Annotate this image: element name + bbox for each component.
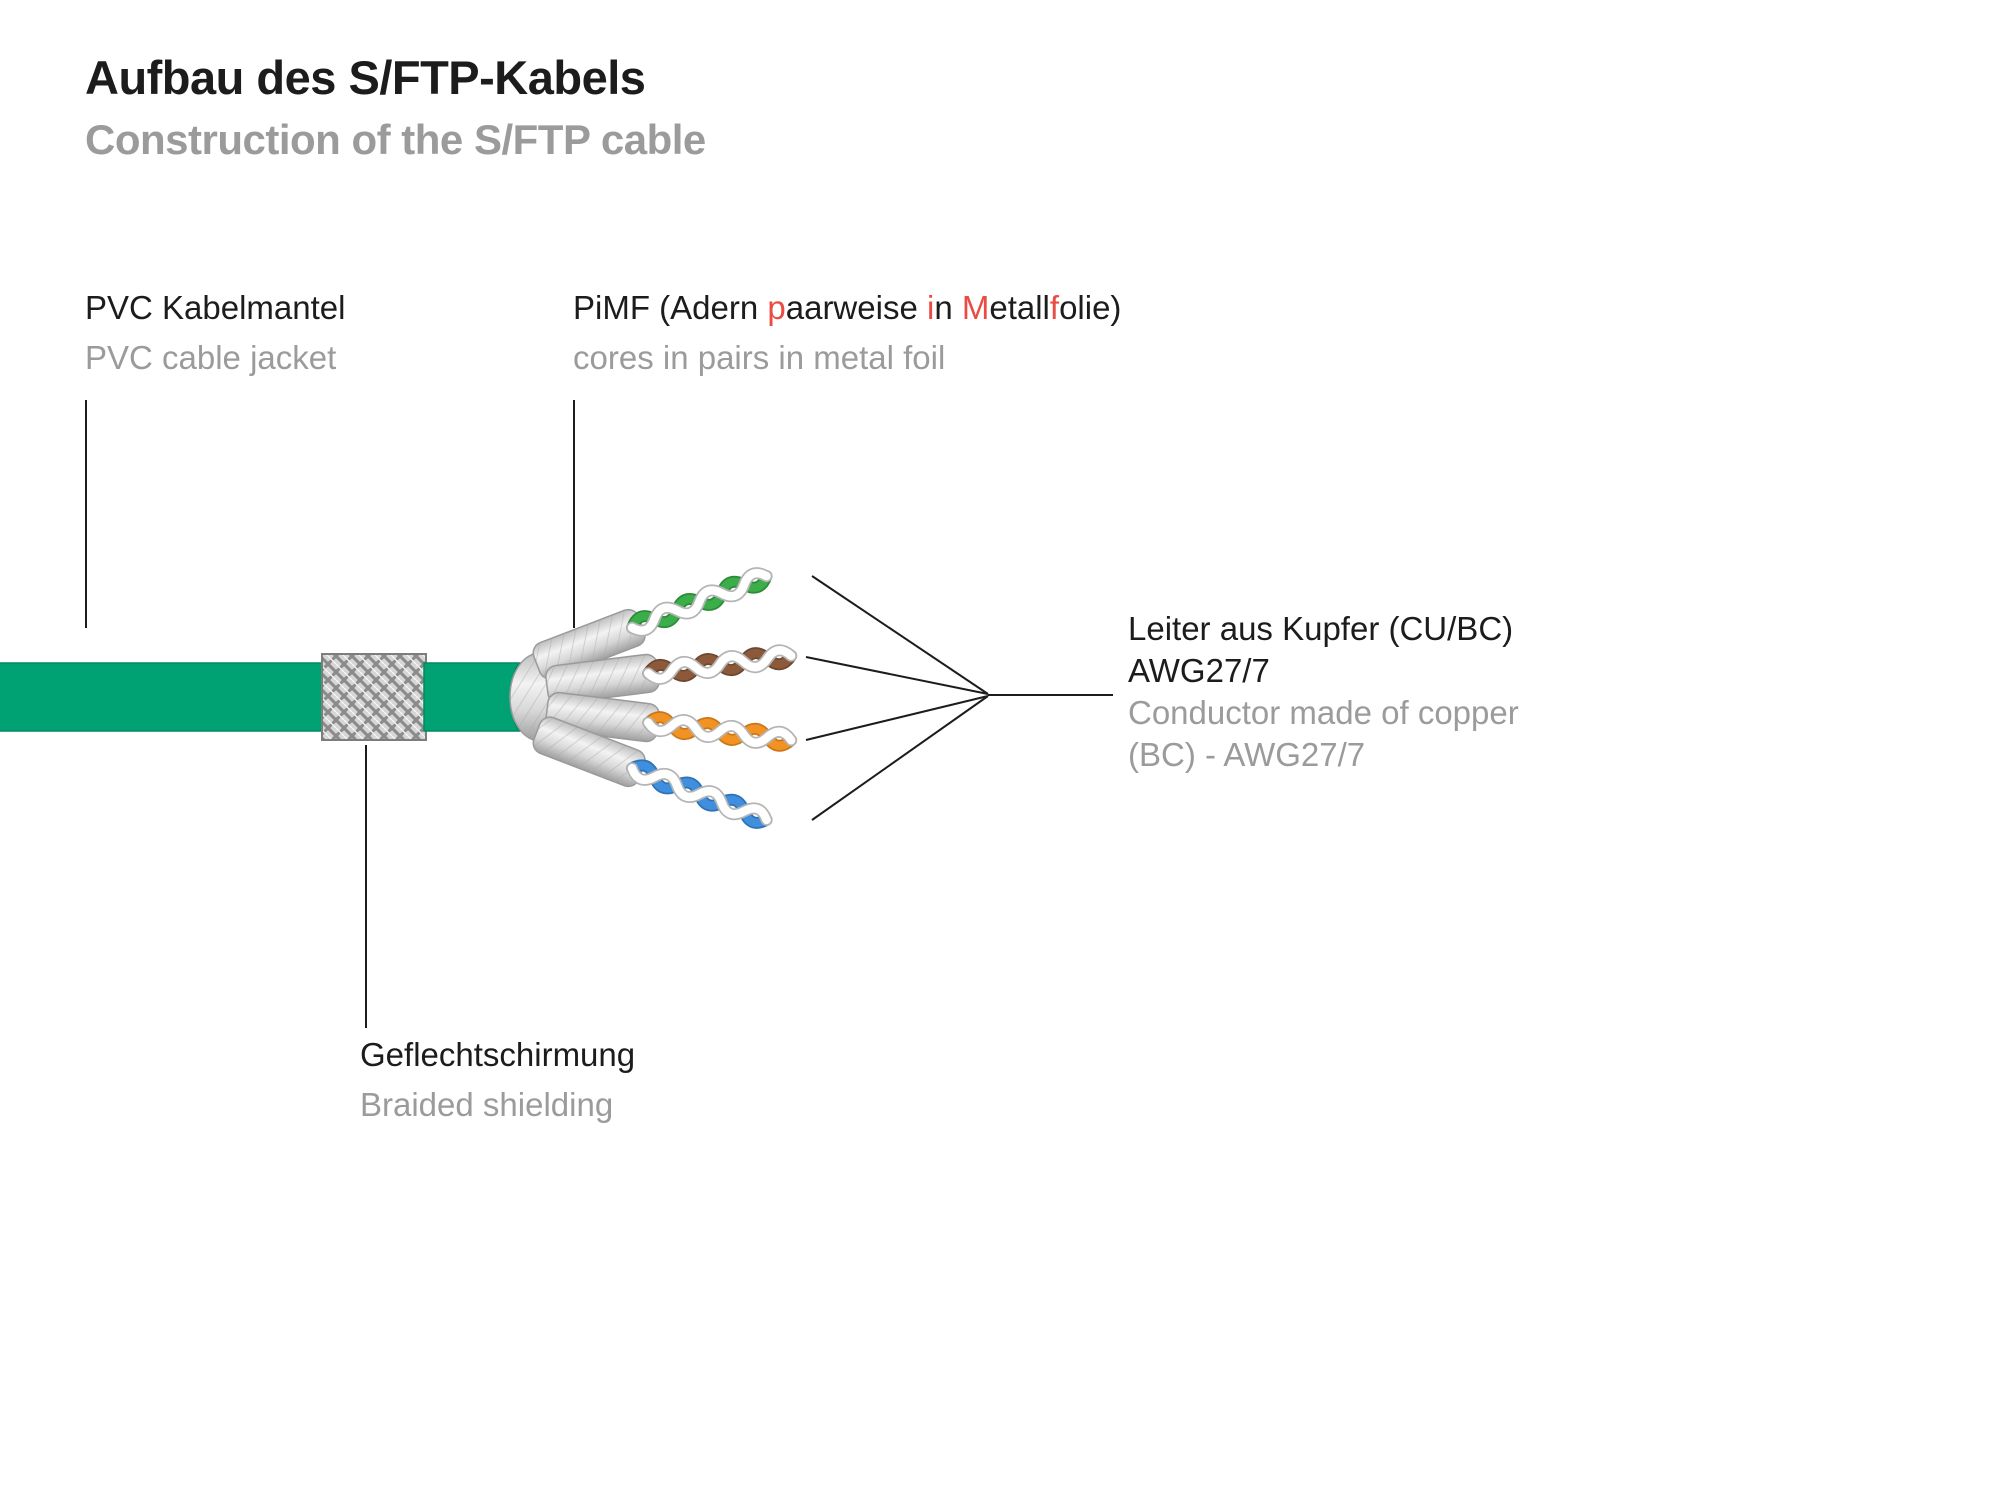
pimf-red-i: i [926,289,935,326]
diagram-subtitle: Construction of the S/FTP cable [85,116,706,163]
label-leader-lines [85,400,575,1028]
conductor-leader-lines [805,575,1113,821]
diagram-title: Aufbau des S/FTP-Kabels [85,51,646,104]
braid-label-block: Geflechtschirmung Braided shielding [360,1030,635,1130]
pvc-label-block: PVC Kabelmantel PVC cable jacket [85,283,345,383]
twisted-pair-green [532,567,773,680]
conductor-label-en-2: (BC) - AWG27/7 [1128,736,1366,773]
wires-blue [626,759,773,829]
conductor-label-de-2: AWG27/7 [1128,652,1270,689]
braid-label-de: Geflechtschirmung [360,1036,636,1073]
pvc-label-en: PVC cable jacket [85,339,337,376]
pimf-red-f: f [1049,289,1060,326]
wires-brown [642,644,798,685]
braided-shield [321,653,427,741]
wires-orange [642,711,798,752]
cable-jacket [0,662,325,732]
conductor-label-block: Leiter aus Kupfer (CU/BC) AWG27/7 Conduc… [1128,608,1519,776]
braid-label-en: Braided shielding [360,1086,614,1123]
pimf-red-m: M [961,289,990,326]
pimf-label-block: PiMF (Adern paarweise in Metallfolie) co… [573,283,1121,383]
conductor-label-de-1: Leiter aus Kupfer (CU/BC) [1128,610,1514,647]
pimf-red-p: p [767,289,786,326]
twisted-pair-blue [532,716,773,829]
pimf-label-en: cores in pairs in metal foil [573,339,946,376]
wires-green [626,567,773,637]
cable-jacket-ring [423,662,521,732]
twisted-pair-brown [545,644,798,705]
conductor-label-en-1: Conductor made of copper [1128,694,1519,731]
pimf-label-de: PiMF (Adern paarweise in Metallfolie) [573,289,1122,326]
pvc-label-de: PVC Kabelmantel [85,289,346,326]
